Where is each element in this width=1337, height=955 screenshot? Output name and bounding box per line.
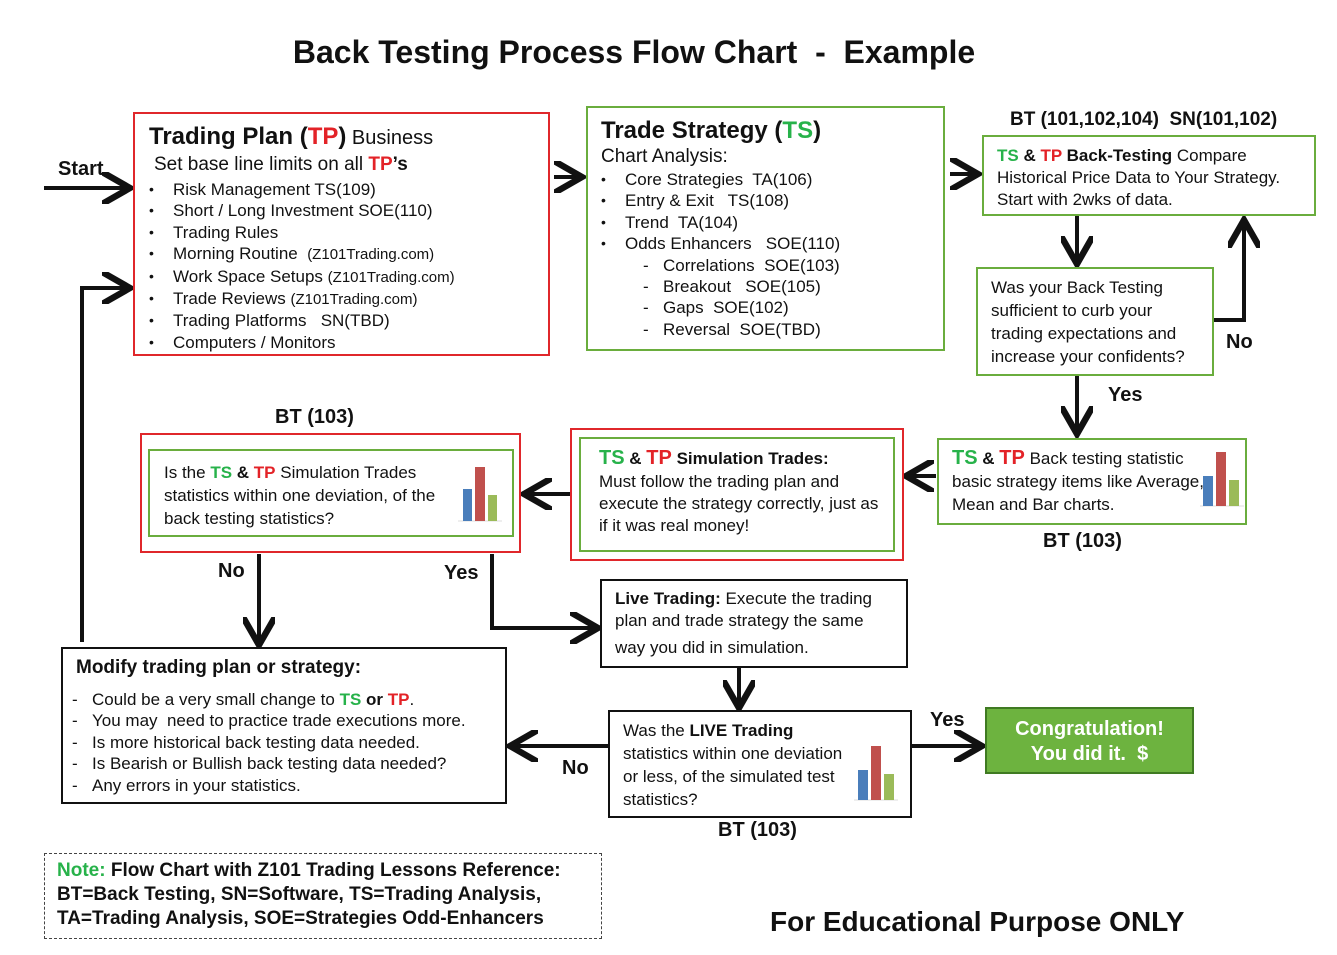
list-item: Risk Management TS(109)	[149, 179, 548, 201]
yes-bottom-label: Yes	[930, 709, 965, 731]
back-testing-box: TS & TP Back-Testing Compare Historical …	[982, 135, 1316, 216]
simulation-decision-box: Is the TS & TP Simulation Trades statist…	[148, 449, 514, 537]
bar-chart-icon	[1200, 452, 1244, 507]
congrats-box: Congratulation! You did it. $	[985, 707, 1194, 774]
list-item: Is more historical back testing data nee…	[68, 732, 505, 754]
back-testing-decision-text: Was your Back Testing sufficient to curb…	[991, 278, 1185, 366]
simulation-heading: TS & TP Simulation Trades:	[599, 447, 829, 469]
list-item: Morning Routine (Z101Trading.com)	[149, 243, 548, 265]
live-decision-box: Was the LIVE Trading statistics within o…	[608, 710, 912, 818]
congrats-line2: You did it. $	[1030, 743, 1149, 765]
no-bottom-label: No	[562, 757, 589, 779]
congrats-line1: Congratulation!	[1015, 718, 1164, 740]
list-item: Odds Enhancers SOE(110)	[601, 233, 943, 255]
bt-103-bottom-label: BT (103)	[718, 819, 797, 841]
list-item: Trade Reviews (Z101Trading.com)	[149, 288, 548, 310]
list-item: Trading Rules	[149, 222, 548, 244]
trade-strategy-subtitle: Chart Analysis:	[601, 146, 728, 167]
bar-chart-icon	[458, 467, 502, 522]
simulation-decision-text: Is the TS & TP Simulation Trades statist…	[164, 463, 436, 528]
back-testing-text: TS & TP Back-Testing Compare Historical …	[997, 146, 1281, 209]
list-item: Work Space Setups (Z101Trading.com)	[149, 266, 548, 288]
live-trading-text: Live Trading: Execute the trading plan a…	[615, 589, 873, 630]
note-line3: TA=Trading Analysis, SOE=Strategies Odd-…	[57, 908, 544, 929]
trade-strategy-list: Core Strategies TA(106) Entry & Exit TS(…	[601, 169, 943, 255]
trade-strategy-title: Trade Strategy (TS)	[601, 117, 822, 144]
simulation-outer-box: TS & TP Simulation Trades: Must follow t…	[570, 428, 904, 561]
list-item: Core Strategies TA(106)	[601, 169, 943, 191]
note-box: Note: Flow Chart with Z101 Trading Lesso…	[44, 853, 602, 939]
list-item: Computers / Monitors	[149, 332, 548, 354]
list-item: Could be a very small change to TS or TP…	[68, 689, 505, 711]
trading-plan-title: Trading Plan (TP) Business	[149, 123, 434, 150]
list-item: Trading Platforms SN(TBD)	[149, 310, 548, 332]
list-item: Entry & Exit TS(108)	[601, 190, 943, 212]
list-item: Is Bearish or Bullish back testing data …	[68, 753, 505, 775]
arrow-modify-loop	[80, 288, 128, 642]
list-item: Correlations SOE(103)	[639, 255, 943, 277]
simulation-box: TS & TP Simulation Trades: Must follow t…	[579, 437, 895, 552]
list-item: Gaps SOE(102)	[639, 297, 943, 319]
no-mid-label: No	[218, 560, 245, 582]
page-title: Back Testing Process Flow Chart - Exampl…	[292, 34, 976, 70]
start-label: Start	[58, 158, 104, 180]
bar-chart-icon	[854, 746, 898, 801]
bt-103-right-label: BT (103)	[1043, 530, 1122, 552]
note-line1: Note: Flow Chart with Z101 Trading Lesso…	[57, 860, 561, 881]
odds-enhancers-list: Correlations SOE(103) Breakout SOE(105) …	[601, 255, 943, 341]
list-item: Short / Long Investment SOE(110)	[149, 200, 548, 222]
trade-strategy-box: Trade Strategy (TS) Chart Analysis: Core…	[586, 106, 945, 351]
bt-103-left-label: BT (103)	[275, 406, 354, 428]
list-item: Trend TA(104)	[601, 212, 943, 234]
statistics-text: TS & TP Back testing statistic basic str…	[952, 447, 1204, 514]
yes-right-label: Yes	[1108, 384, 1143, 406]
list-item: Any errors in your statistics.	[68, 775, 505, 797]
trading-plan-list: Risk Management TS(109) Short / Long Inv…	[149, 179, 548, 354]
modify-box: Modify trading plan or strategy: Could b…	[61, 647, 507, 804]
live-decision-text: Was the LIVE Trading statistics within o…	[623, 721, 843, 809]
arrow-sim-yes	[490, 554, 596, 628]
note-line2: BT=Back Testing, SN=Software, TS=Trading…	[57, 884, 542, 905]
no-right-label: No	[1226, 331, 1253, 353]
back-testing-decision-box: Was your Back Testing sufficient to curb…	[976, 267, 1214, 376]
simulation-decision-outer-box: Is the TS & TP Simulation Trades statist…	[140, 433, 521, 553]
list-item: Breakout SOE(105)	[639, 276, 943, 298]
list-item: You may need to practice trade execution…	[68, 710, 505, 732]
live-trading-box: Live Trading: Execute the trading plan a…	[600, 579, 908, 668]
trading-plan-box: Trading Plan (TP) Business Set base line…	[133, 112, 550, 356]
live-trading-text-end: way you did in simulation.	[615, 638, 809, 657]
simulation-text: Must follow the trading plan and execute…	[599, 472, 879, 535]
modify-list: Could be a very small change to TS or TP…	[68, 689, 505, 796]
statistics-box: TS & TP Back testing statistic basic str…	[937, 438, 1247, 525]
modify-title: Modify trading plan or strategy:	[76, 657, 362, 678]
list-item: Reversal SOE(TBD)	[639, 319, 943, 341]
footer-disclaimer: For Educational Purpose ONLY	[770, 906, 1185, 937]
arrow-no-loop	[1213, 222, 1244, 322]
trading-plan-subtitle: Set base line limits on all TP’s	[154, 154, 408, 175]
yes-mid-label: Yes	[444, 562, 479, 584]
bt-ref-top-label: BT (101,102,104) SN(101,102)	[1010, 109, 1278, 130]
